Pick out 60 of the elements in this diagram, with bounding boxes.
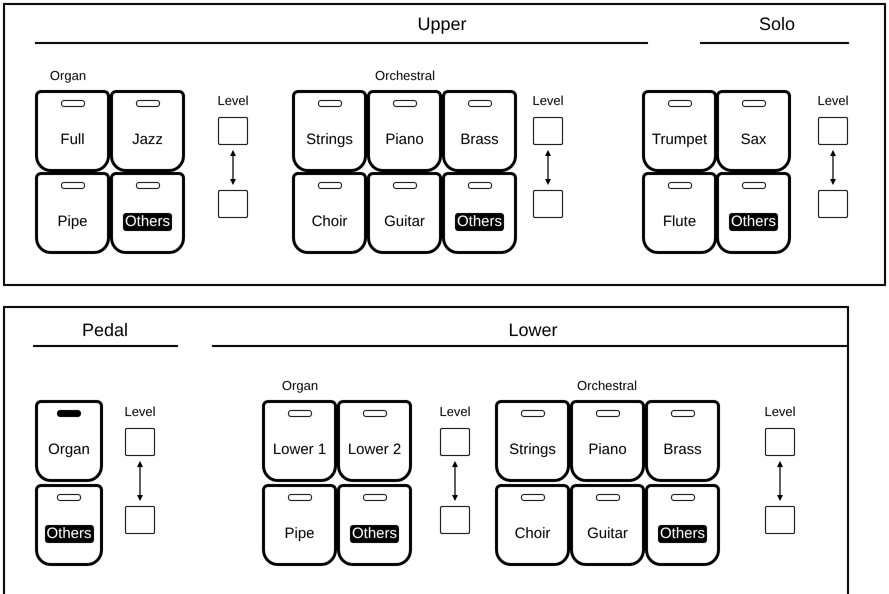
level-button xyxy=(125,428,155,456)
level-label: Level xyxy=(217,93,249,108)
voice-button: Brass xyxy=(442,90,517,172)
level-label: Level xyxy=(439,404,471,419)
voice-button: Lower 2 xyxy=(337,400,412,482)
voice-button: Piano xyxy=(570,400,645,482)
group-label: Organ xyxy=(50,68,86,83)
level-button xyxy=(818,190,848,218)
level-button xyxy=(440,506,470,534)
voice-button: Strings xyxy=(495,400,570,482)
voice-button: Flute xyxy=(642,172,717,254)
arrow xyxy=(830,150,836,185)
voice-button: Lower 1 xyxy=(262,400,337,482)
voice-button: Choir xyxy=(292,172,367,254)
level-label: Level xyxy=(532,93,564,108)
level-button xyxy=(440,428,470,456)
voice-button: Piano xyxy=(367,90,442,172)
voice-button: Organ xyxy=(35,400,103,482)
arrow xyxy=(452,461,458,501)
control-panel xyxy=(3,306,849,594)
voice-button: Others xyxy=(337,484,412,566)
arrow xyxy=(545,150,551,185)
voice-button: Full xyxy=(35,90,110,172)
level-button xyxy=(218,190,248,218)
level-button xyxy=(533,117,563,145)
level-label: Level xyxy=(124,404,156,419)
group-label: Orchestral xyxy=(577,378,637,393)
section-heading: Lower xyxy=(508,320,558,341)
group-label: Organ xyxy=(282,378,318,393)
level-button xyxy=(765,428,795,456)
level-button xyxy=(765,506,795,534)
section-heading: Upper xyxy=(417,14,467,35)
voice-button: Trumpet xyxy=(642,90,717,172)
voice-button: Others xyxy=(110,172,185,254)
level-button xyxy=(218,117,248,145)
section-heading: Pedal xyxy=(82,320,128,341)
voice-button: Sax xyxy=(716,90,791,172)
group-label: Orchestral xyxy=(375,68,435,83)
arrow xyxy=(230,150,236,185)
voice-button: Pipe xyxy=(35,172,110,254)
voice-button: Jazz xyxy=(110,90,185,172)
arrow xyxy=(777,461,783,501)
voice-button: Others xyxy=(35,484,103,566)
voice-button: Guitar xyxy=(570,484,645,566)
voice-button: Guitar xyxy=(367,172,442,254)
voice-button: Others xyxy=(442,172,517,254)
arrow xyxy=(137,461,143,501)
voice-button: Others xyxy=(716,172,791,254)
voice-button: Others xyxy=(645,484,720,566)
voice-button: Pipe xyxy=(262,484,337,566)
level-button xyxy=(533,190,563,218)
level-button xyxy=(818,117,848,145)
voice-button: Brass xyxy=(645,400,720,482)
level-label: Level xyxy=(764,404,796,419)
control-panel xyxy=(3,3,886,286)
voice-button: Choir xyxy=(495,484,570,566)
section-heading: Solo xyxy=(758,14,796,35)
level-label: Level xyxy=(817,93,849,108)
voice-button: Strings xyxy=(292,90,367,172)
level-button xyxy=(125,506,155,534)
